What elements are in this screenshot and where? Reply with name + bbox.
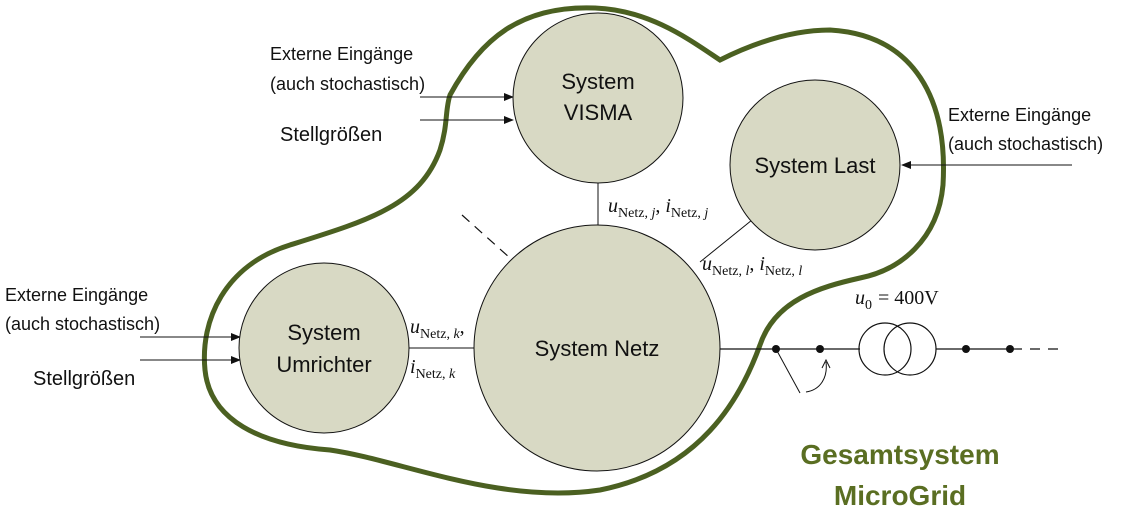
visma-label-line1: System [561,69,634,94]
signal-umrichter-netz-i: iNetz, k [410,356,456,382]
transformer-coil-2 [883,322,937,376]
last-ext-line2: (auch stochastisch) [948,134,1103,154]
umrichter-ext-line1: Externe Eingänge [5,285,148,305]
visma-ctrl-label: Stellgrößen [280,124,382,146]
signal-visma-netz: uNetz, j, iNetz, j [608,195,708,221]
signal-umrichter-netz-u: uNetz, k, [410,316,465,342]
last-ext-line1: Externe Eingänge [948,105,1091,125]
microgrid-boundary [201,5,946,496]
last-label: System Last [754,153,875,178]
netz-label: System Netz [535,336,660,361]
transformer-coil-1 [858,322,912,376]
grid-node-2 [816,345,824,353]
umrichter-ctrl-label: Stellgrößen [33,368,135,390]
grid-node-3 [962,345,970,353]
switch-arc-arrow [805,361,827,393]
umrichter-label-line2: Umrichter [276,352,371,377]
dashed-further-subsystem [461,214,511,259]
visma-ext-line2: (auch stochastisch) [270,74,425,94]
signal-last-netz: uNetz, l, iNetz, l [702,253,802,279]
visma-ext-line1: Externe Eingänge [270,44,413,64]
title-line2: MicroGrid [834,480,966,511]
node-umrichter [238,262,410,434]
grid-node-4 [1006,345,1014,353]
node-visma [512,12,684,184]
visma-label-line2: VISMA [564,100,633,125]
umrichter-ext-line2: (auch stochastisch) [5,314,160,334]
link-last-netz [699,219,753,263]
umrichter-label-line1: System [287,320,360,345]
grid-voltage-label: u0= 400V [855,287,939,313]
node-last [729,79,901,251]
switch-blade [775,348,801,394]
node-netz [473,224,721,472]
switch-arc-arrowhead [821,358,831,369]
title-line1: Gesamtsystem [800,439,999,470]
